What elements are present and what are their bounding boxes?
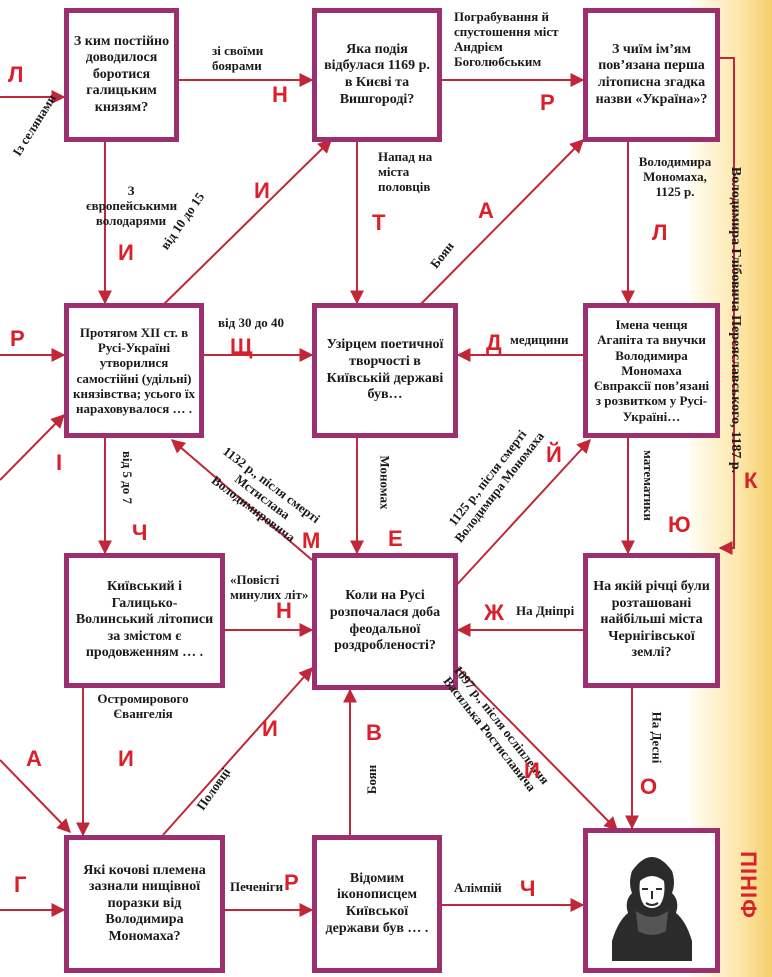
question-box-1: З ким постійно доводилося боротися галиц… (64, 8, 179, 142)
label-na-desni: На Десні (649, 711, 665, 764)
letter-ch-mid: Ч (132, 520, 148, 545)
label-pohrabuvannia: Пограбування й спустошення міст Андрієм … (454, 9, 559, 69)
arrow-q5-diag-to-q3 (414, 139, 584, 311)
letter-l-right: Л (652, 220, 668, 245)
arrow-q4-diag-to-q2 (159, 139, 332, 309)
arrow-q8-diag-to-portrait (444, 654, 618, 831)
arrow-leftdiag-to-q4 (0, 414, 65, 481)
letter-k-side: К (744, 468, 758, 493)
letter-a-left-low: А (26, 746, 42, 771)
question-box-7: Київський і Галицько-Волинський літописи… (64, 553, 225, 688)
label-medytsyny: медицини (510, 332, 569, 347)
letter-m-diag: М (302, 528, 321, 553)
letter-i-left: І (56, 450, 63, 475)
letter-zh-mid: Ж (484, 600, 504, 625)
label-napad: Напад на міста половців (378, 149, 433, 194)
letter-shch: Щ (230, 334, 253, 359)
letter-e-mid: Е (388, 526, 403, 551)
letter-y-low-diag: И (262, 716, 278, 741)
label-pechenihy: Печеніги (230, 879, 284, 894)
letter-yu-right: Ю (668, 512, 691, 537)
arrow-q10-diag-to-q8 (162, 666, 313, 836)
arrow-leftdiag-to-q10 (0, 759, 71, 834)
letter-d-mid: Д (486, 330, 502, 355)
question-box-6: Імена ченця Агапіта та внучки Володимира… (583, 303, 720, 438)
letter-a-diag: А (478, 198, 494, 223)
label-boian-lower: Боян (364, 764, 380, 795)
prince-portrait-icon (611, 856, 692, 961)
label-zi-svoimy-boiaramy: зі своїми боярами (212, 43, 264, 73)
letter-y-diag: И (254, 178, 270, 203)
question-box-11: Відомим іконописцем Київської держави бу… (312, 835, 442, 973)
question-box-10: Які кочові племена зазнали нищівної пора… (64, 835, 225, 973)
letter-n-mid: Н (276, 598, 292, 623)
letter-o-right: О (640, 774, 658, 799)
question-box-3: З чиїм ім’ям пов’язана перша літописна з… (583, 8, 720, 142)
letter-y-left: И (118, 240, 134, 265)
question-box-8: Коли на Русі розпочалася доба феодальної… (312, 553, 458, 690)
arrow-q8-diag-to-q6 (451, 438, 591, 591)
letter-h-left: Г (14, 872, 27, 897)
label-vid-30-do-40: від 30 до 40 (218, 315, 285, 330)
label-matematyky: математики (640, 450, 656, 521)
letter-r-bottom: Р (284, 870, 299, 895)
arrow-q8-diag-to-q4 (170, 439, 313, 561)
label-alimpii: Алімпій (454, 880, 502, 895)
question-box-4: Протягом XII ст. в Русі-Україні утворили… (64, 303, 204, 438)
letter-t-mid: Т (372, 210, 386, 235)
letter-y-diag-right: И (524, 758, 540, 783)
label-monomakh: Мономах (377, 455, 393, 510)
label-ostromyrovoho: Остромирового Євангелія (97, 691, 189, 721)
letter-ch-bottom: Ч (520, 876, 536, 901)
question-box-9: На якій річці були розташовані найбільші… (583, 553, 720, 688)
letter-v-mid: В (366, 720, 382, 745)
letter-l-left-top: Л (8, 62, 24, 87)
portrait-box (583, 828, 720, 973)
letter-yi-diag: Й (546, 442, 562, 467)
letter-r-left: Р (10, 326, 25, 351)
label-volodymyra-monomakha: Володимира Мономаха, 1125 р. (638, 154, 712, 199)
label-na-dnipri: На Дніпрі (516, 603, 575, 618)
question-box-5: Узірцем поетичної творчості в Київській … (312, 303, 458, 438)
question-box-2: Яка подія відбулася 1169 р. в Києві та В… (312, 8, 442, 142)
letter-r-top: Р (540, 90, 555, 115)
letter-n-top: Н (272, 82, 288, 107)
letter-y-low: И (118, 746, 134, 771)
side-strip (690, 0, 772, 977)
label-povisti: «Повісті минулих літ» (230, 572, 309, 602)
label-vid-5-do-7: від 5 до 7 (119, 450, 135, 504)
label-z-yevropeiskymy: З європейськими володарями (86, 183, 178, 228)
arrow-q3-around-to-q9 (718, 57, 735, 555)
